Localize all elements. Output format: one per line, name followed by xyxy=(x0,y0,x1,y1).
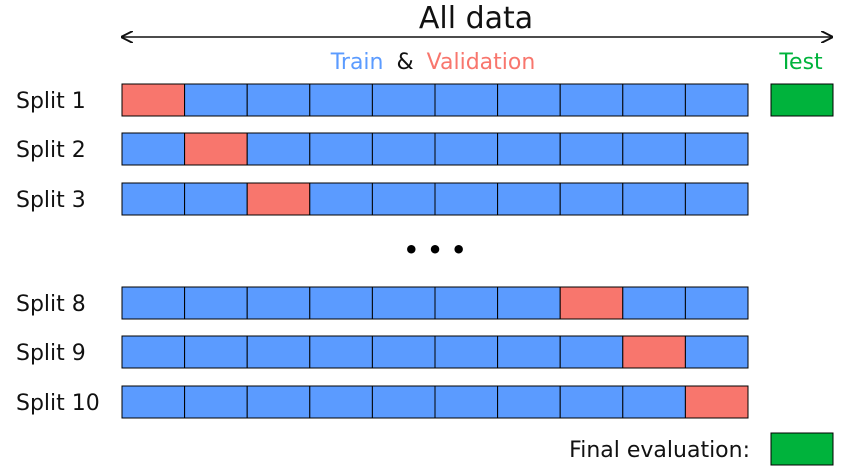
split-row: Split 3 xyxy=(16,182,749,216)
train-fold xyxy=(246,385,311,419)
train-fold xyxy=(246,286,311,320)
train-fold xyxy=(121,385,186,419)
splits-group: Split 1 Split 2 Split 3 Split 8 Split 9 Split… xyxy=(16,83,749,419)
train-fold xyxy=(309,385,373,419)
train-fold xyxy=(121,286,186,320)
train-fold xyxy=(497,182,561,216)
train-fold xyxy=(184,385,248,419)
train-fold xyxy=(622,385,686,419)
train-fold xyxy=(684,335,749,369)
ellipsis: • • • xyxy=(404,236,467,264)
train-fold xyxy=(684,182,749,216)
train-fold xyxy=(309,335,373,369)
validation-fold xyxy=(684,385,749,419)
final-evaluation-box xyxy=(770,432,834,466)
train-fold xyxy=(559,83,624,117)
train-fold xyxy=(309,286,373,320)
split-row: Split 1 xyxy=(16,83,749,117)
test-box xyxy=(770,83,834,117)
train-fold xyxy=(371,83,436,117)
train-fold xyxy=(434,182,499,216)
split-row: Split 10 xyxy=(16,385,749,419)
split-label: Split 8 xyxy=(16,292,86,317)
train-fold xyxy=(184,286,248,320)
train-fold xyxy=(622,286,686,320)
train-fold xyxy=(497,132,561,166)
train-fold xyxy=(684,286,749,320)
split-label: Split 9 xyxy=(16,341,86,366)
train-fold xyxy=(371,132,436,166)
train-fold xyxy=(434,385,499,419)
split-label: Split 2 xyxy=(16,138,86,163)
train-fold xyxy=(121,132,186,166)
train-fold xyxy=(497,385,561,419)
train-fold xyxy=(497,286,561,320)
subtitle-train-validation: Train & Validation xyxy=(330,50,536,75)
train-fold xyxy=(559,182,624,216)
train-fold xyxy=(371,335,436,369)
train-fold xyxy=(371,385,436,419)
train-fold xyxy=(246,132,311,166)
split-row: Split 2 xyxy=(16,132,749,166)
validation-fold xyxy=(559,286,624,320)
train-fold xyxy=(121,182,186,216)
train-fold xyxy=(309,83,373,117)
train-fold xyxy=(434,83,499,117)
train-fold xyxy=(622,83,686,117)
train-fold xyxy=(246,83,311,117)
validation-fold xyxy=(246,182,311,216)
train-fold xyxy=(684,83,749,117)
train-fold xyxy=(246,335,311,369)
test-label: Test xyxy=(778,50,823,75)
train-fold xyxy=(559,335,624,369)
train-fold xyxy=(497,335,561,369)
train-fold xyxy=(622,132,686,166)
split-row: Split 8 xyxy=(16,286,749,320)
train-fold xyxy=(309,182,373,216)
validation-fold xyxy=(184,132,248,166)
train-fold xyxy=(371,182,436,216)
validation-fold xyxy=(622,335,686,369)
split-label: Split 3 xyxy=(16,188,86,213)
train-fold xyxy=(559,132,624,166)
validation-fold xyxy=(121,83,186,117)
train-fold xyxy=(184,83,248,117)
split-label: Split 1 xyxy=(16,89,86,114)
train-fold xyxy=(559,385,624,419)
train-fold xyxy=(371,286,436,320)
train-fold xyxy=(434,132,499,166)
train-fold xyxy=(684,132,749,166)
subtitle-train: Train xyxy=(330,50,384,75)
split-row: Split 9 xyxy=(16,335,749,369)
subtitle-amp: & xyxy=(397,50,414,75)
final-evaluation-label: Final evaluation: xyxy=(569,438,750,463)
title-all-data: All data xyxy=(419,1,533,36)
subtitle-validation: Validation xyxy=(427,50,536,75)
train-fold xyxy=(184,335,248,369)
split-label: Split 10 xyxy=(16,391,100,416)
train-fold xyxy=(622,182,686,216)
train-fold xyxy=(309,132,373,166)
train-fold xyxy=(434,335,499,369)
train-fold xyxy=(184,182,248,216)
train-fold xyxy=(121,335,186,369)
train-fold xyxy=(434,286,499,320)
train-fold xyxy=(497,83,561,117)
